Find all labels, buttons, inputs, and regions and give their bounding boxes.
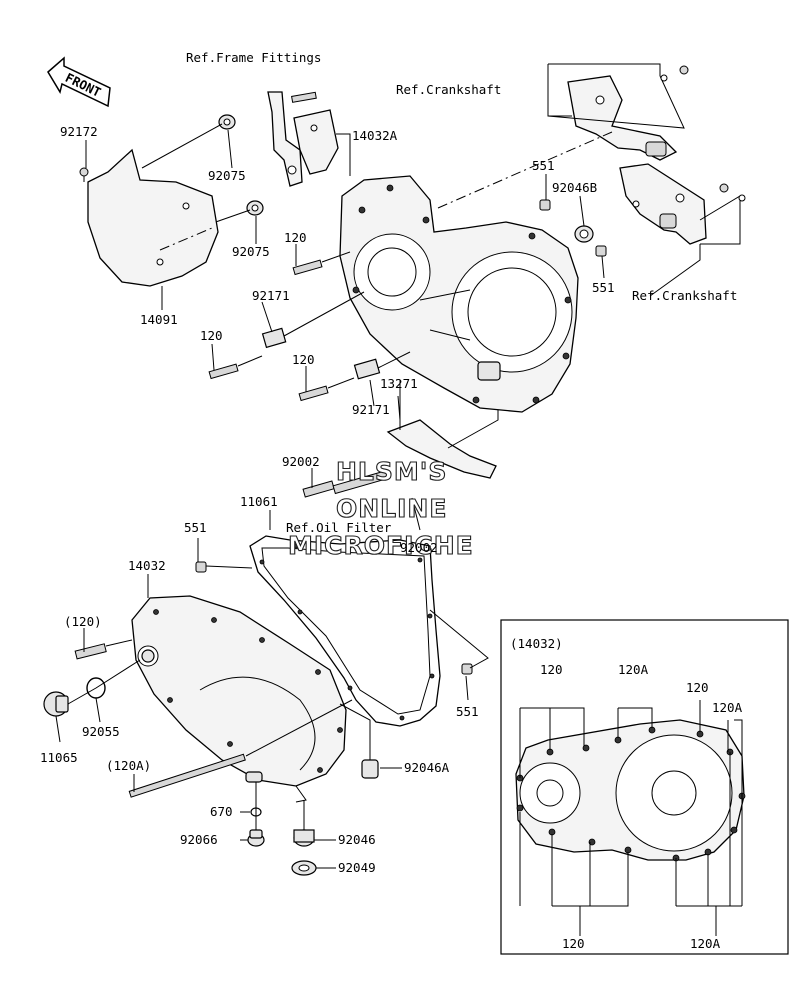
label-14032: 14032 [128,558,166,573]
dowel-551-c [195,561,207,573]
label-92046B: 92046B [552,180,597,195]
gasket-11061 [249,510,441,727]
label-ref-frame-fittings: Ref.Frame Fittings [186,50,321,65]
label-92002-a: 92002 [282,454,320,469]
label-92055: 92055 [82,724,120,739]
frame-fitting-bracket [267,91,339,187]
label-92171-b: 92171 [352,402,390,417]
bolt-120-c [298,377,355,402]
label-551-c: 551 [184,520,207,535]
label-120-a: 120 [284,230,307,245]
label-92171-a: 92171 [252,288,290,303]
label-92046A: 92046A [404,760,450,775]
label-11061: 11061 [240,494,278,509]
label-ref-crankshaft-right: Ref.Crankshaft [632,288,737,303]
label-670: 670 [210,804,233,819]
inset-label-120A-top-left: 120A [618,662,649,677]
plug-92066 [247,829,265,847]
crankshaft-ref-right [619,163,707,245]
label-551-d: 551 [456,704,479,719]
cover-14032A [339,175,579,413]
label-92066: 92066 [180,832,218,847]
inset-label-120-top-right: 120 [686,680,709,695]
dowel-551-b [595,245,607,257]
label-ref-oil-filter: Ref.Oil Filter [286,520,392,535]
label-ref-crankshaft-top: Ref.Crankshaft [396,82,501,97]
bearing-92046 [293,829,315,847]
bolt-92002-a [302,480,335,498]
inset-label-120-bottom: 120 [562,936,585,951]
watermark: HLSM'S ONLINE MICROFICHE [287,456,474,560]
label-120-c: 120 [292,352,315,367]
collar-92171-b [353,358,381,380]
watermark-line-2: ONLINE [336,494,447,523]
label-11065: 11065 [40,750,78,765]
collar-92171-a [261,327,287,349]
bolt-120-b [208,355,263,380]
bearing-92046B [574,225,594,243]
guide-13271 [386,380,499,479]
label-92075-b: 92075 [232,244,270,259]
bolt-120-a [292,251,351,276]
inset-title: (14032) [510,636,563,651]
label-92172: 92172 [60,124,98,139]
inset-label-120A-top-right: 120A [712,700,743,715]
inset-box-14032 [500,619,789,955]
label-551-a: 551 [532,158,555,173]
label-551-b: 551 [592,280,615,295]
watermark-line-3: MICROFICHE [288,531,474,560]
bolt-92002-b [332,469,390,495]
bolt-120A-paren [128,753,246,798]
bolt-120-paren [74,639,133,660]
label-92049: 92049 [338,860,376,875]
cover-14091 [87,148,219,287]
washer-92075-top [218,114,236,130]
label-92002-b: 92002 [400,540,438,555]
screw-92172 [79,167,89,182]
label-13271: 13271 [380,376,418,391]
dowel-551-d [461,663,473,675]
label-14032A: 14032A [352,128,398,143]
label-120-paren: (120) [64,614,102,629]
label-120-b: 120 [200,328,223,343]
plug-11065 [43,691,69,717]
crankshaft-ref-top [567,75,678,161]
inset-label-120A-bottom: 120A [690,936,721,951]
label-92075-a: 92075 [208,168,246,183]
washer-92075-bottom [246,200,264,216]
label-14091: 14091 [140,312,178,327]
front-arrow-icon: FRONT [47,56,111,108]
cover-14032 [131,595,347,803]
seal-92049 [291,860,317,876]
bearing-92046A [361,759,379,779]
label-120A-paren: (120A) [106,758,151,773]
dowel-551-a [539,199,551,211]
watermark-line-1: HLSM'S [336,457,447,486]
inset-label-120-top-left: 120 [540,662,563,677]
label-92046: 92046 [338,832,376,847]
